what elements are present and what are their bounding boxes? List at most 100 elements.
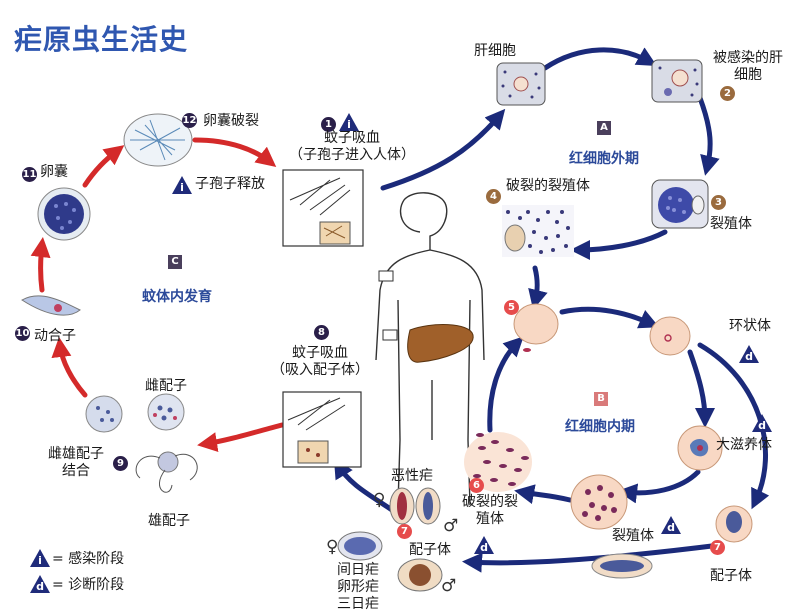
arrow-ring-to-gametocyte (697, 342, 770, 510)
label-infected-liver-cell-line2: 细胞 (734, 67, 762, 83)
gamete-right-image (147, 393, 185, 431)
label-oocyst-rupture: 卵囊破裂 (203, 113, 259, 129)
label-falciparum: 恶性疟 (391, 468, 433, 484)
mosquito-bite-panel-2 (282, 391, 362, 468)
legend-diagnostic-label: = 诊断阶段 (52, 577, 125, 593)
step-number-3: 3 (711, 195, 726, 210)
label-liver-cell: 肝细胞 (474, 43, 516, 59)
label-ruptured-blood-line2: 殖体 (476, 511, 504, 527)
phase-c-marker: C (168, 255, 182, 269)
label-bite-1-line1: 蚊子吸血 (324, 130, 380, 146)
arrow-bite2-to-gametes (197, 422, 285, 452)
legend-infective-label: = 感染阶段 (52, 551, 125, 567)
step-number-7b: 7 (397, 524, 412, 539)
label-ookinete: 动合子 (34, 328, 76, 344)
arrow-schizont-to-ruptured-blood (514, 484, 573, 505)
ruptured-liver-schizont (502, 205, 574, 257)
step-number-8: 8 (314, 325, 329, 340)
label-liver-schizont: 裂殖体 (710, 216, 752, 232)
arrow-troph-to-schizont (617, 469, 701, 504)
label-malariae: 三日疟 (337, 596, 379, 612)
male-symbol: ♂ (441, 576, 457, 596)
label-trophozoite: 大滋养体 (716, 437, 772, 453)
falciparum-gametocytes (389, 487, 441, 525)
bandage-upper (378, 270, 394, 282)
label-gametocyte-right: 配子体 (710, 568, 752, 584)
arrow-to-bite2 (333, 458, 395, 513)
step-number-10: 10 (15, 326, 30, 341)
blood-schizont-cell (570, 474, 628, 530)
label-infected-liver-cell: 被感染的肝 细胞 (702, 50, 794, 84)
label-ruptured-blood-line1: 破裂的裂 (462, 494, 518, 510)
phase-a-marker: A (597, 121, 611, 135)
label-ruptured-liver-schizont: 破裂的裂殖体 (506, 178, 590, 194)
arrow-infected-to-schizont (697, 95, 720, 176)
label-fertilization: 雌雄配子 结合 (40, 446, 112, 480)
step-number-11: 11 (22, 167, 37, 182)
phase-a-label: 红细胞外期 (569, 151, 639, 167)
ring-stage-cell (649, 316, 691, 356)
label-infected-liver-cell-line1: 被感染的肝 (713, 50, 783, 66)
arrow-bite-to-liver (380, 108, 506, 191)
liver-schizont (651, 179, 709, 229)
label-fertilization-line2: 结合 (62, 463, 90, 479)
arrow-oocyst-to-rupture (82, 145, 125, 188)
female-symbol: ♀ (373, 490, 386, 510)
arrow-ruptured-to-rbc-loop (487, 336, 524, 433)
mosquito-cycle-arrows (30, 137, 285, 452)
arrow-ruptured-to-rbc (528, 265, 548, 310)
bandage-lower (382, 329, 398, 341)
label-ovale: 卵形疟 (337, 579, 379, 595)
label-female-gamete: 雌配子 (145, 378, 187, 394)
gametocyte-cell-right (715, 505, 753, 543)
label-ring: 环状体 (729, 318, 771, 334)
female-symbol: ♀ (326, 537, 339, 557)
arrow-liver-to-infected (542, 47, 657, 71)
liver-shape (407, 324, 474, 363)
arrow-gametes-to-ookinete (51, 337, 88, 398)
trophozoite-cell (677, 425, 723, 471)
arrow-ring-to-troph (687, 349, 715, 428)
label-sporozoite-release: 子孢子释放 (195, 176, 265, 192)
arrow-schizont-to-ruptured (570, 229, 668, 260)
female-gamete-image (85, 395, 123, 433)
banana-gametocyte (591, 553, 653, 579)
human-cycle-arrows (333, 47, 770, 573)
step-number-1: 1 (321, 117, 336, 132)
arrow-rbc-to-ring (559, 306, 660, 329)
page-title: 疟原虫生活史 (14, 23, 189, 56)
label-bite-2-line2: （吸入配子体） (271, 362, 369, 378)
step-number-6: 6 (469, 478, 484, 493)
step-number-7a: 7 (710, 540, 725, 555)
phase-c-label: 蚊体内发育 (142, 289, 212, 305)
step-number-12: 12 (182, 113, 197, 128)
label-vivax: 间日疟 (337, 562, 379, 578)
label-ruptured-blood-schizont: 破裂的裂 殖体 (453, 494, 527, 528)
arrow-gametocyte-to-bite (462, 542, 723, 573)
phase-b-marker: B (594, 392, 608, 406)
label-male-gamete: 雄配子 (148, 513, 190, 529)
label-bite-2-line1: 蚊子吸血 (292, 345, 348, 361)
phase-b-label: 红细胞内期 (565, 419, 635, 435)
label-blood-schizont: 裂殖体 (612, 528, 654, 544)
vivax-gametocytes (337, 531, 443, 592)
male-symbol: ♂ (443, 516, 459, 536)
step-number-9: 9 (113, 456, 128, 471)
infected-liver-cell (651, 59, 703, 103)
arrow-rupture-to-bite1 (192, 137, 277, 167)
label-bite-2: 蚊子吸血 （吸入配子体） (260, 345, 380, 379)
label-fertilization-line1: 雌雄配子 (48, 446, 104, 462)
label-bite-1: 蚊子吸血 （子孢子进入人体） (282, 130, 422, 164)
label-other-species: 间日疟 卵形疟 三日疟 (328, 562, 388, 613)
label-oocyst: 卵囊 (40, 164, 68, 180)
step-number-4: 4 (486, 189, 501, 204)
oocyst-image (37, 187, 91, 241)
red-blood-cell (513, 303, 559, 352)
label-gametocyte-left: 配子体 (409, 542, 451, 558)
label-bite-1-line2: （子孢子进入人体） (289, 147, 415, 163)
liver-cell (496, 62, 546, 106)
arrow-ookinete-to-oocyst (30, 237, 51, 293)
ookinete-image (21, 295, 81, 316)
step-number-2: 2 (720, 86, 735, 101)
